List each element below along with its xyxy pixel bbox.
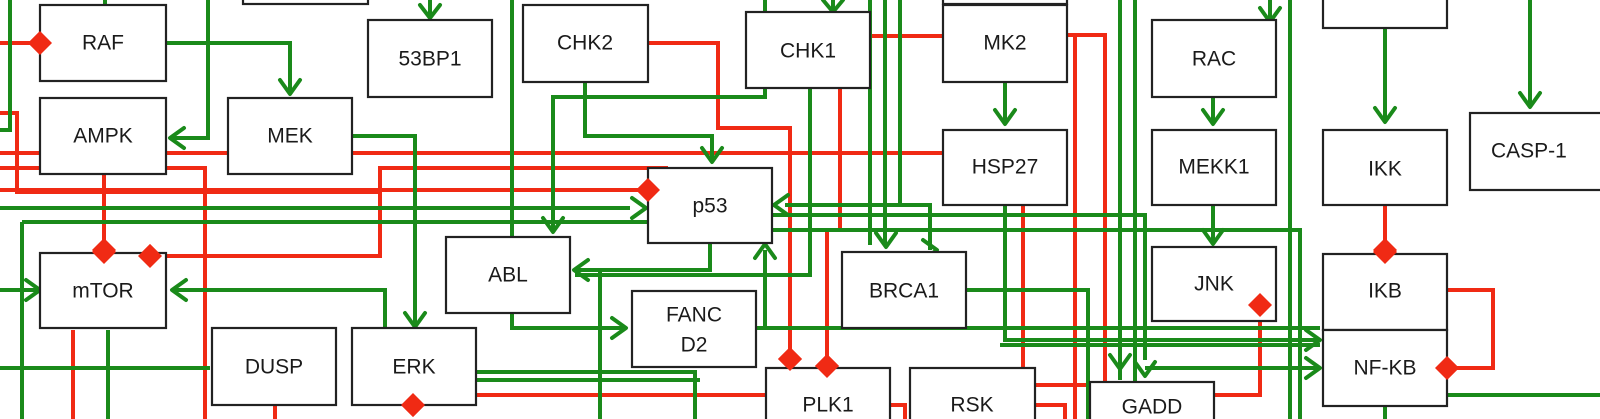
- inhibit-plk1-a-icon: [778, 347, 802, 371]
- inhibit-p53-icon: [636, 178, 660, 202]
- node-label: IKB: [1368, 280, 1402, 303]
- arrow-to-nfkb-b: [1304, 356, 1322, 380]
- node-mtor[interactable]: mTOR: [38, 251, 168, 330]
- nodes: RAF AMPK MEK mTOR DUSP ERK 53BP1 CHK2: [38, 0, 1600, 419]
- node-label: PLK1: [802, 394, 853, 417]
- arrow-to-gadd-b: [1133, 360, 1157, 378]
- node-gadd[interactable]: GADD: [1088, 380, 1216, 419]
- arrow-to-abl-right: [572, 258, 590, 282]
- inhibit-erk-icon: [401, 393, 425, 417]
- node-rsk[interactable]: RSK: [908, 366, 1037, 419]
- node-label: MK2: [983, 32, 1026, 55]
- node-nfkb[interactable]: NF-KB: [1321, 328, 1449, 408]
- arrow-to-ampk: [168, 126, 186, 150]
- node-label-line1: FANC: [666, 304, 722, 327]
- node-chk1[interactable]: CHK1: [744, 10, 872, 90]
- arrow-to-gadd-a: [1108, 353, 1132, 371]
- arrow-to-p53-right: [772, 193, 790, 217]
- arrow-to-mekk1: [1201, 108, 1225, 126]
- arrow-to-casp: [1518, 91, 1542, 109]
- node-label: IKK: [1368, 158, 1402, 181]
- node-label: CASP-1: [1491, 140, 1567, 163]
- inhibit-ikb-icon: [1373, 240, 1397, 264]
- arrow-to-p53-left: [630, 196, 648, 220]
- node-label: AMPK: [73, 125, 133, 148]
- node-label: HSP27: [972, 156, 1039, 179]
- arrow-to-nfkb-a: [1304, 328, 1322, 352]
- node-label: ERK: [392, 356, 435, 379]
- node-abl[interactable]: ABL: [444, 235, 572, 315]
- arrow-to-ikk: [1373, 106, 1397, 124]
- node-brca1[interactable]: BRCA1: [840, 250, 968, 330]
- inhibit-jnk-icon: [1248, 293, 1272, 317]
- node-mk2[interactable]: MK2: [941, 3, 1069, 84]
- node-label: RAF: [82, 32, 124, 55]
- node-label: DUSP: [245, 356, 303, 379]
- node-dusp[interactable]: DUSP: [210, 326, 338, 407]
- node-label: mTOR: [72, 280, 133, 303]
- node-hsp27[interactable]: HSP27: [941, 128, 1069, 207]
- node-label: BRCA1: [869, 280, 939, 303]
- node-label: RAC: [1192, 48, 1236, 71]
- arrow-to-mtor-right: [170, 278, 188, 302]
- arrow-to-jnk: [1201, 228, 1225, 246]
- node-casp1[interactable]: CASP-1: [1468, 111, 1600, 192]
- node-p53[interactable]: p53: [646, 166, 774, 245]
- inhibit-mtor-a-icon: [92, 240, 116, 264]
- node-label: GADD: [1122, 396, 1183, 419]
- inhibit-plk1-b-icon: [815, 354, 839, 378]
- node-label: 53BP1: [398, 48, 461, 71]
- node-ampk[interactable]: AMPK: [38, 96, 168, 176]
- node-label: MEKK1: [1178, 156, 1249, 179]
- inhibit-raf-icon: [28, 31, 52, 55]
- arrow-to-abl-top: [541, 216, 565, 234]
- node-label: RSK: [950, 394, 993, 417]
- arrow-to-53bp1: [418, 3, 442, 20]
- node-partial-top-left[interactable]: [241, 0, 370, 6]
- node-partial-top-mk2[interactable]: [941, 0, 1069, 6]
- arrow-to-fanc: [610, 316, 628, 340]
- arrow-to-p53-top: [700, 146, 724, 164]
- node-fancd2-line2: D2: [681, 334, 708, 357]
- node-mek[interactable]: MEK: [226, 96, 354, 176]
- node-chk2[interactable]: CHK2: [521, 3, 650, 84]
- node-label-line2: D2: [681, 334, 708, 357]
- inhibit-mtor-b-icon: [138, 244, 162, 268]
- node-raf[interactable]: RAF: [38, 3, 168, 83]
- node-label: JNK: [1194, 273, 1234, 296]
- node-partial-top-right[interactable]: [1321, 0, 1449, 30]
- node-rac[interactable]: RAC: [1150, 18, 1278, 99]
- node-fancd2[interactable]: FANC: [630, 289, 758, 369]
- node-ikk[interactable]: IKK: [1321, 128, 1449, 207]
- node-ikb[interactable]: IKB: [1321, 252, 1449, 332]
- node-mekk1[interactable]: MEKK1: [1150, 128, 1278, 207]
- node-53bp1[interactable]: 53BP1: [366, 18, 494, 99]
- node-label: MEK: [267, 125, 313, 148]
- arrow-to-hsp27: [993, 108, 1017, 126]
- node-label: NF-KB: [1354, 357, 1417, 380]
- node-label: CHK2: [557, 32, 613, 55]
- node-label: CHK1: [780, 40, 836, 63]
- node-label: p53: [692, 195, 727, 218]
- inhibit-nfkb-icon: [1435, 356, 1459, 380]
- node-label: ABL: [488, 264, 528, 287]
- node-erk[interactable]: ERK: [350, 326, 478, 407]
- arrow-to-mek: [278, 78, 302, 96]
- arrow-to-brca1-a: [874, 231, 898, 249]
- inhibition-diamonds-top: [28, 31, 1459, 417]
